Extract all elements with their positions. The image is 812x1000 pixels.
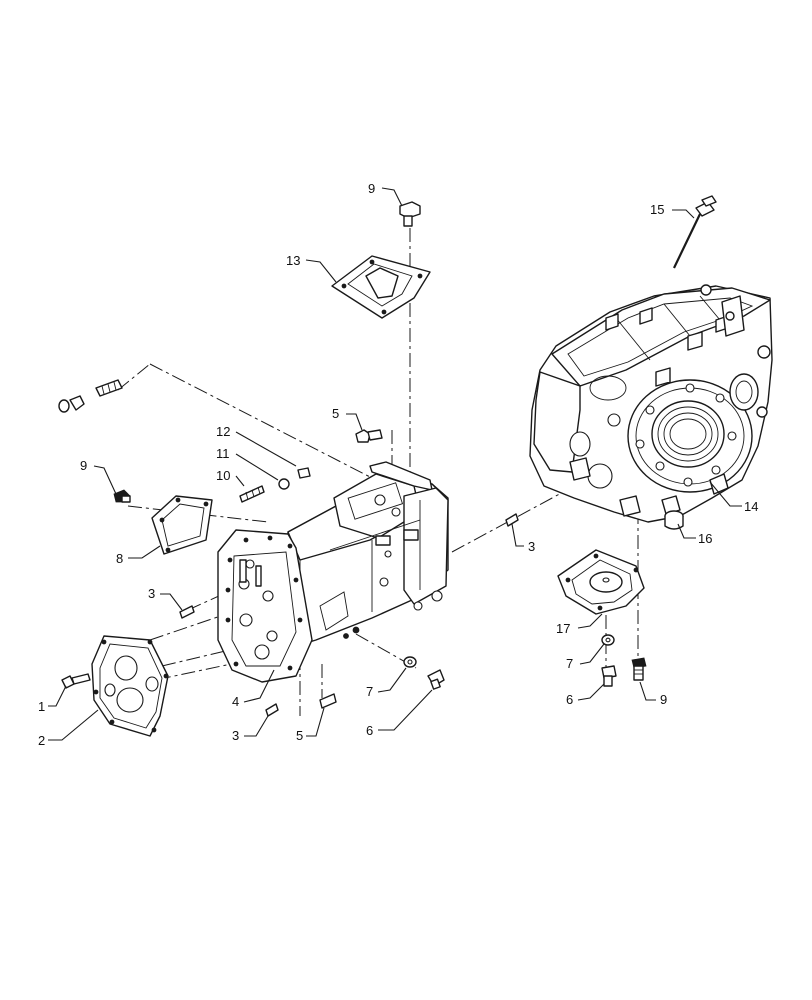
- lower-fasteners-right: [601, 634, 647, 687]
- side-cover-bolt: [113, 489, 131, 503]
- front-cover-plate: [91, 635, 169, 737]
- callout-9-right: 9: [660, 692, 667, 707]
- front-transmission-housing: [217, 461, 449, 683]
- callout-1: 1: [38, 699, 45, 714]
- side-cover-plate: [151, 495, 213, 555]
- callout-15: 15: [650, 202, 664, 217]
- callout-numbers: 9 15 13 5 12 11 9 10 8 14 3 16 3 17 7 1 …: [38, 181, 758, 748]
- callout-13: 13: [286, 253, 300, 268]
- housing-bolt-upper: [355, 429, 383, 443]
- dipstick: [673, 195, 717, 269]
- callout-6-right: 6: [566, 692, 573, 707]
- callout-9-side: 9: [80, 458, 87, 473]
- callout-3-bottom: 3: [232, 728, 239, 743]
- housing-plug: [664, 510, 684, 530]
- callout-9-top: 9: [368, 181, 375, 196]
- callout-3-left: 3: [148, 586, 155, 601]
- callout-17: 17: [556, 621, 570, 636]
- rear-transmission-housing: [529, 284, 773, 523]
- callout-2: 2: [38, 733, 45, 748]
- callout-14: 14: [744, 499, 758, 514]
- callout-5-upper: 5: [332, 406, 339, 421]
- callout-7-left: 7: [366, 684, 373, 699]
- callout-6-left: 6: [366, 723, 373, 738]
- callout-5-lower: 5: [296, 728, 303, 743]
- lower-fasteners-left: [319, 656, 445, 709]
- top-cover-bolt: [399, 201, 421, 227]
- callout-10: 10: [216, 468, 230, 483]
- callout-4: 4: [232, 694, 239, 709]
- top-cover-plate: [331, 255, 431, 319]
- upper-left-fasteners: [58, 379, 123, 413]
- callout-11: 11: [216, 446, 230, 461]
- callout-leaders: [48, 187, 742, 741]
- callout-8: 8: [116, 551, 123, 566]
- callout-3-right: 3: [528, 539, 535, 554]
- stud-fasteners: [239, 467, 311, 503]
- front-plate-bolt: [61, 673, 91, 689]
- bottom-cover-plate: [557, 549, 645, 615]
- callout-7-right: 7: [566, 656, 573, 671]
- dowel-pins: [179, 513, 519, 717]
- callout-16: 16: [698, 531, 712, 546]
- callout-12: 12: [216, 424, 230, 439]
